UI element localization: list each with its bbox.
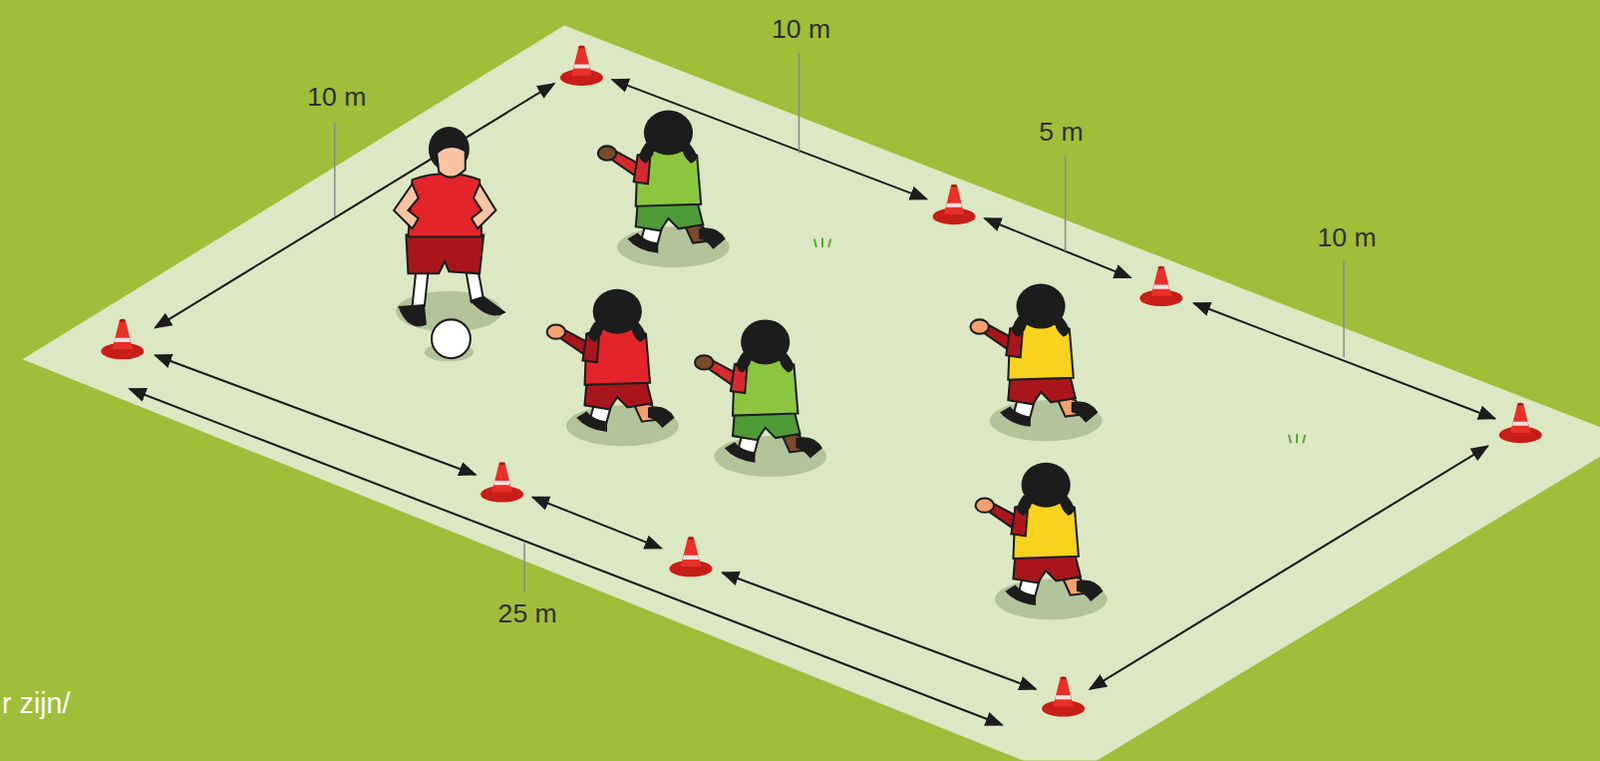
dimension-label: 10 m: [1317, 223, 1377, 251]
cut-off-note: r zijn/: [1, 689, 70, 719]
dimension-label: 5 m: [1038, 118, 1083, 146]
dimension-label: 10 m: [771, 14, 831, 42]
dimension-label: 10 m: [307, 83, 366, 111]
dimension-label: 25 m: [498, 600, 558, 628]
